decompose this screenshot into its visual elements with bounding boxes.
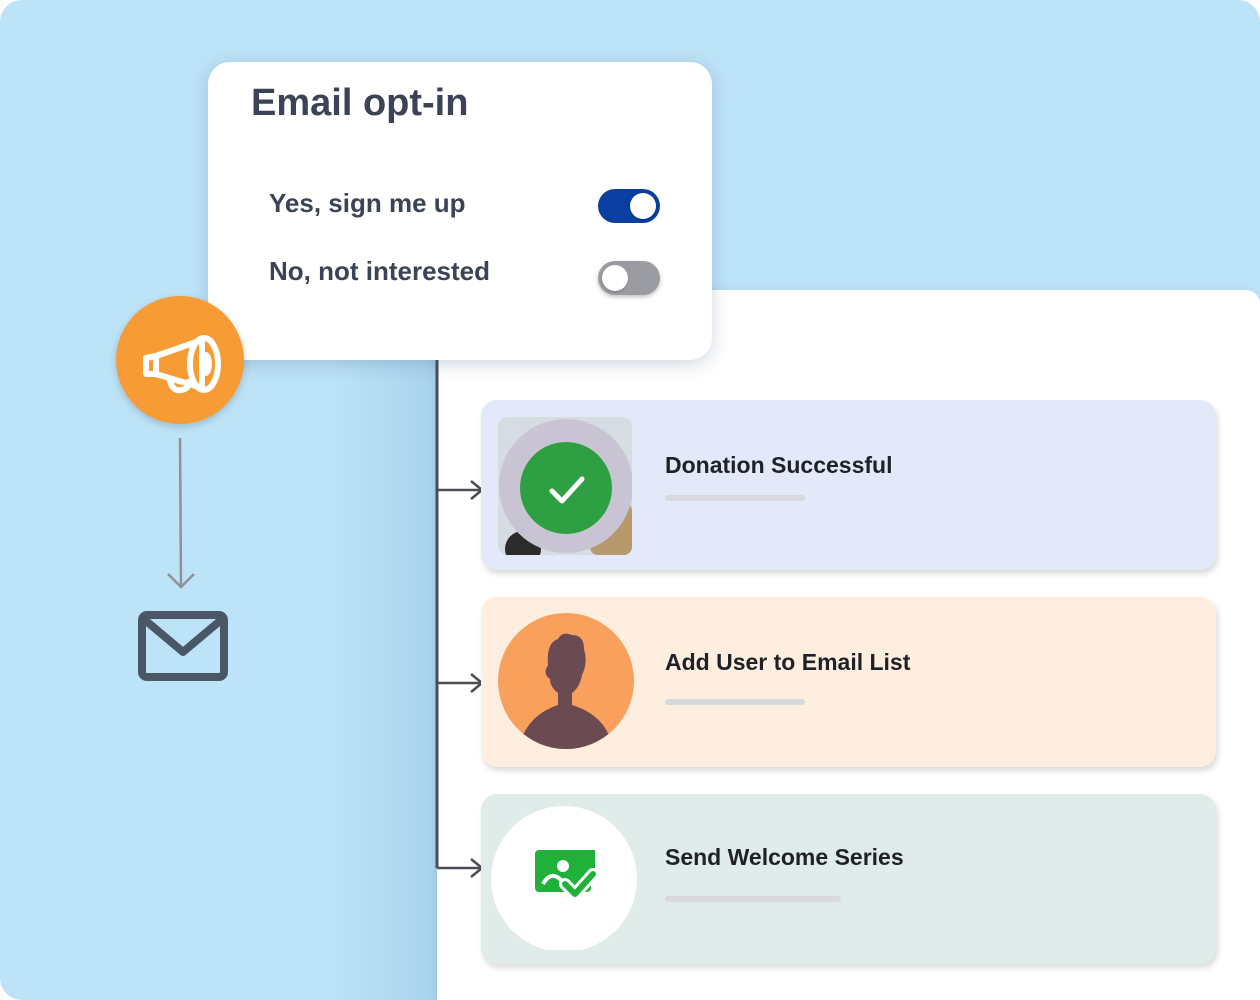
toggle-knob <box>602 265 628 291</box>
step-title: Add User to Email List <box>665 649 911 675</box>
arrow-to-step-3 <box>437 858 484 878</box>
toggle-knob <box>630 193 656 219</box>
toggle-no[interactable] <box>598 261 660 295</box>
check-circle-icon <box>498 417 633 567</box>
option-label-yes: Yes, sign me up <box>269 188 466 218</box>
option-label-no: No, not interested <box>269 256 491 286</box>
arrow-to-mail <box>167 437 195 589</box>
panel-shadow <box>330 300 440 1000</box>
arrow-to-step-2 <box>437 673 484 693</box>
step-card-add-user[interactable]: Add User to Email List <box>481 597 1216 767</box>
step-placeholder-bar <box>665 495 805 501</box>
megaphone-icon[interactable] <box>116 296 244 424</box>
step-card-donation[interactable]: Donation Successful <box>481 400 1216 570</box>
step-card-welcome[interactable]: Send Welcome Series <box>481 794 1216 964</box>
envelope-icon <box>137 610 229 687</box>
email-optin-card: Email opt-in Yes, sign me up No, not int… <box>208 62 712 360</box>
image-check-icon <box>491 804 637 955</box>
optin-title: Email opt-in <box>251 82 469 124</box>
toggle-yes[interactable] <box>598 189 660 223</box>
user-avatar-icon <box>498 613 634 754</box>
step-title: Donation Successful <box>665 452 893 478</box>
step-title: Send Welcome Series <box>665 844 904 870</box>
step-placeholder-bar <box>665 896 841 902</box>
arrow-to-step-1 <box>437 480 484 500</box>
step-placeholder-bar <box>665 699 805 705</box>
